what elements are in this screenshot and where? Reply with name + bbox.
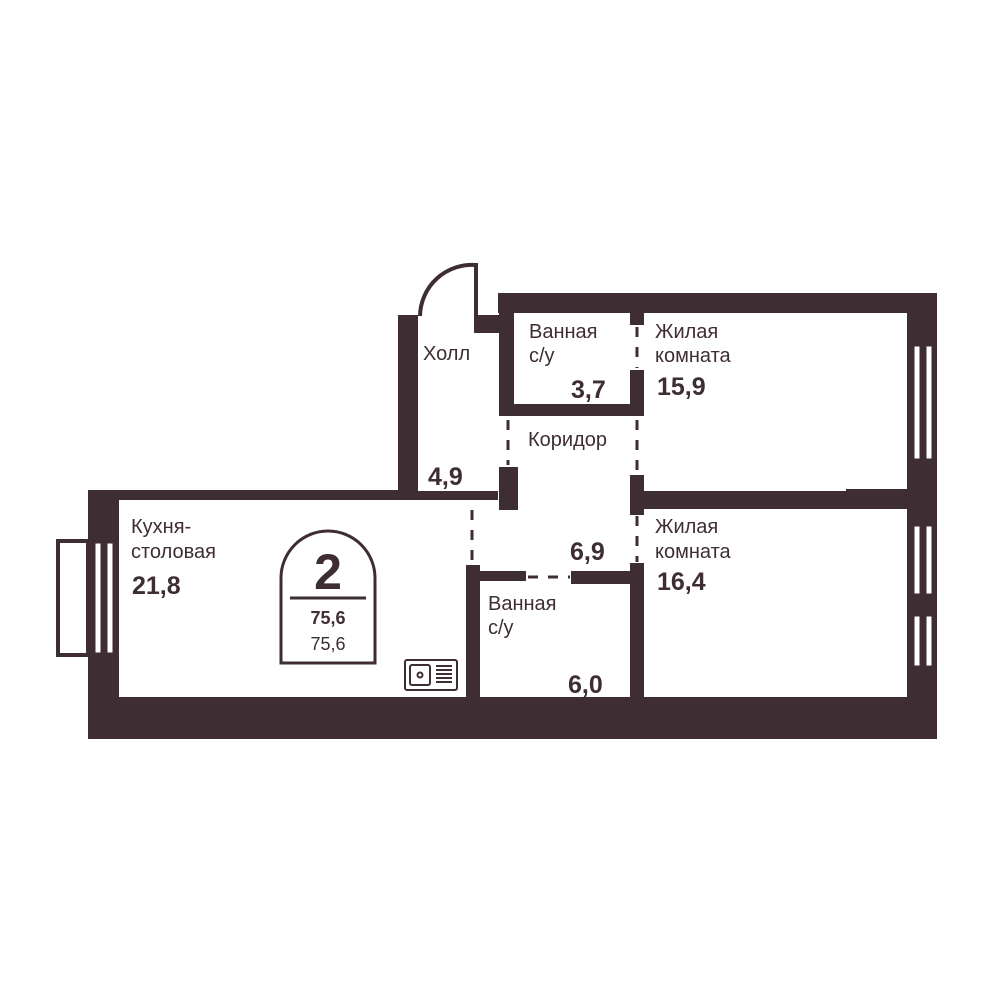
wall-bath-top-right xyxy=(630,313,644,325)
wall-bath-top-left xyxy=(499,293,514,416)
room-corridor-area: 6,9 xyxy=(570,538,605,566)
wall-bottom xyxy=(88,697,937,739)
room-bedroom-bottom-name-1: Жилая xyxy=(655,516,718,538)
badge-room-count: 2 xyxy=(314,544,342,600)
badge-total-area: 75,6 xyxy=(310,608,345,628)
room-corridor-name: Коридор xyxy=(528,429,607,451)
room-bath-bottom-name-1: Ванная xyxy=(488,593,557,615)
room-kitchen-area: 21,8 xyxy=(132,572,181,600)
room-bath-top-name-2: с/у xyxy=(529,345,555,367)
room-bedroom-top-name-2: комната xyxy=(655,345,732,367)
room-hall-area: 4,9 xyxy=(428,463,463,491)
wall-bedroom-divider-step xyxy=(846,489,907,499)
room-kitchen-name-1: Кухня- xyxy=(131,516,191,538)
window-icon xyxy=(92,343,935,669)
badge-outline xyxy=(279,529,377,665)
wall-bedroom-divider xyxy=(644,491,907,509)
wall-bath-bottom-left xyxy=(466,565,480,697)
wall-bath-top-bottom xyxy=(499,404,644,416)
apartment-badge: 2 75,6 75,6 xyxy=(279,529,377,665)
room-bedroom-bottom-name-2: комната xyxy=(655,541,732,563)
wall-hall-top-left xyxy=(398,315,418,323)
door-swing-icon xyxy=(418,262,478,317)
wall-hall-pillar xyxy=(499,467,518,510)
wall-hall-left xyxy=(398,315,418,500)
wall-bath-bottom-right xyxy=(630,563,644,697)
wall-bath-top-right-lower xyxy=(630,370,644,416)
room-bath-bottom-area: 6,0 xyxy=(568,671,603,699)
wall-bath-bottom-top-left xyxy=(466,571,526,581)
door-openings xyxy=(470,327,639,579)
wall-corridor-right xyxy=(630,475,644,515)
room-kitchen-name-2: столовая xyxy=(131,541,216,563)
walls xyxy=(88,293,937,739)
room-bedroom-top-name-1: Жилая xyxy=(655,321,718,343)
room-hall-name: Холл xyxy=(423,343,470,365)
room-bedroom-top-area: 15,9 xyxy=(657,373,706,401)
badge-living-area: 75,6 xyxy=(310,634,345,654)
sink-icon xyxy=(404,659,458,691)
room-bath-top-name-1: Ванная xyxy=(529,321,598,343)
wall-top xyxy=(498,293,937,313)
room-bath-bottom-name-2: с/у xyxy=(488,617,514,639)
wall-bath-bottom-top-right xyxy=(571,571,644,584)
room-bath-top-area: 3,7 xyxy=(571,376,606,404)
room-labels: Холл 4,9 Ванная с/у 3,7 Жилая комната 15… xyxy=(131,321,732,699)
wall-kitchen-top xyxy=(88,490,418,500)
wall-hall-bottom xyxy=(418,491,498,500)
room-bedroom-bottom-area: 16,4 xyxy=(657,568,706,596)
balcony-icon xyxy=(56,539,90,657)
